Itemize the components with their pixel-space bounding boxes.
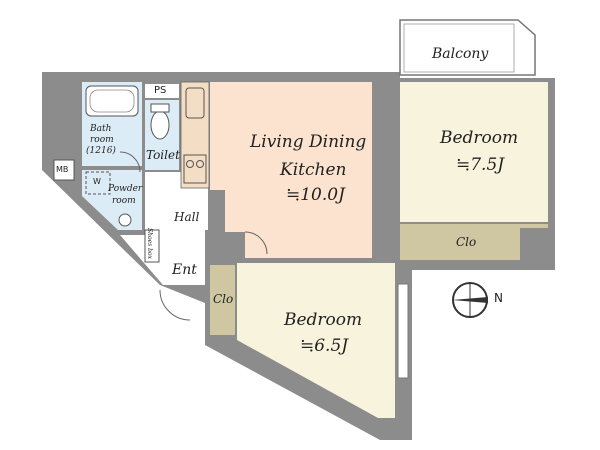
bedroom-bottom-size: ≒6.5J: [300, 336, 349, 356]
ent-label: Ent: [172, 262, 197, 278]
shoes-box-label: Shoes box: [145, 228, 153, 259]
washer-label: W: [93, 177, 101, 186]
burner-icon: [186, 160, 194, 168]
bath-label-line1: Bath: [90, 124, 112, 134]
door-swing-icon: [119, 151, 141, 173]
bedroom-bottom-label: Bedroom: [284, 310, 363, 330]
compass-icon: [452, 282, 488, 318]
powder-label-line2: room: [112, 196, 136, 206]
balcony-outline: [399, 19, 536, 76]
door-swing-icon: [244, 231, 268, 255]
bath-label-line3: (1216): [86, 146, 116, 156]
mb-box: [53, 159, 75, 181]
bedroom-top-size: ≒7.5J: [456, 155, 505, 175]
closet-top-label: Clo: [456, 235, 477, 249]
window-marker: [397, 283, 409, 379]
bathtub-icon: [85, 85, 139, 117]
bedroom-bottom-floor: [237, 263, 395, 418]
shoes-box: [144, 229, 160, 263]
mb-label: MB: [56, 165, 69, 174]
ldk-size: ≒10.0J: [286, 185, 345, 205]
compass-north-label: N: [494, 291, 503, 305]
ldk-label-line1: Living Dining: [250, 132, 367, 152]
ps-box: [145, 84, 179, 98]
closet-bottom-label: Clo: [213, 292, 234, 306]
door-swing-icon: [159, 289, 191, 321]
washer-icon: [85, 171, 111, 195]
burner-icon: [196, 160, 204, 168]
toilet-label: Toilet: [146, 148, 180, 162]
sink-icon: [185, 87, 205, 119]
bath-label-line2: room: [90, 135, 114, 145]
closet-bottom: [210, 265, 235, 335]
bedroom-top-floor: [400, 82, 548, 222]
ldk-floor: [210, 82, 372, 258]
closet-top: [400, 224, 548, 260]
ldk-label-line2: Kitchen: [280, 160, 347, 180]
powder-label-line1: Powder: [108, 184, 143, 194]
balcony-label: Balcony: [432, 46, 489, 62]
hall-floor: [120, 172, 208, 285]
ps-label: PS: [154, 85, 167, 96]
powder-sink-icon: [118, 213, 132, 227]
hall-label: Hall: [174, 210, 200, 224]
stove-icon: [183, 154, 207, 184]
bedroom-top-label: Bedroom: [440, 128, 519, 148]
